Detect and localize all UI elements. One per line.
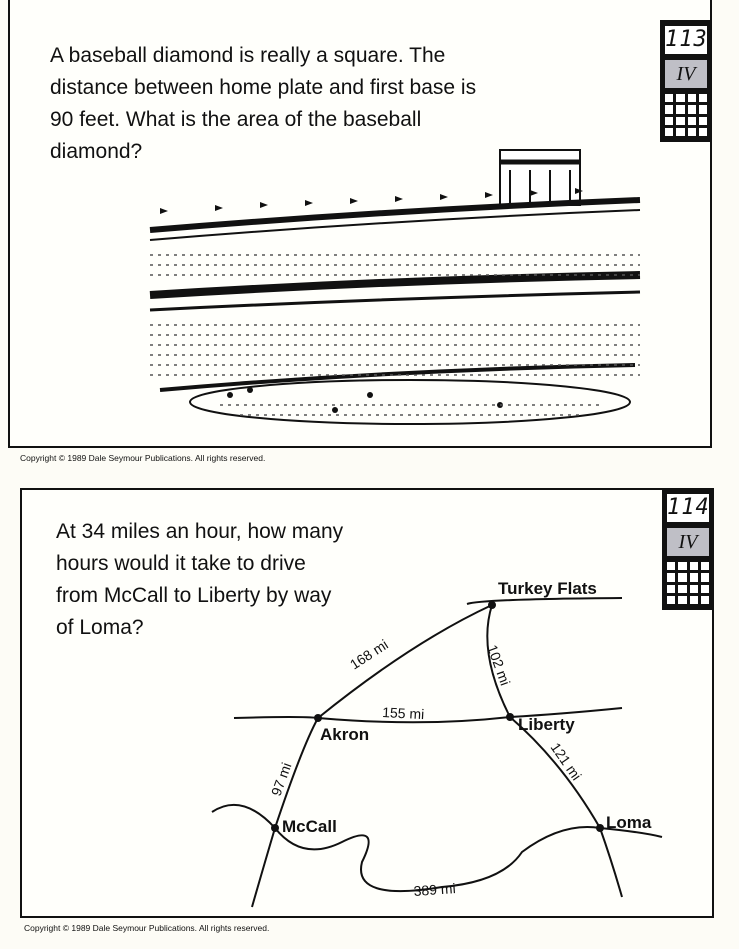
level-label: IV [667, 528, 709, 556]
distance-mccall-loma: 389 mi [413, 880, 456, 899]
city-label-liberty: Liberty [518, 715, 575, 734]
stadium-illustration [149, 149, 641, 425]
level-label: IV [665, 60, 707, 88]
problem-card-113: A baseball diamond is really a square. T… [8, 0, 712, 448]
distance-mccall-akron: 97 mi [268, 760, 295, 798]
city-marker [596, 824, 604, 832]
city-marker [314, 714, 322, 722]
keypad-icon [665, 94, 707, 136]
question-text: At 34 miles an hour, how many hours woul… [56, 520, 344, 639]
calculator-icon: 114 IV [662, 488, 714, 610]
question-text: A baseball diamond is really a square. T… [50, 44, 477, 163]
city-marker [488, 601, 496, 609]
city-label-loma: Loma [606, 813, 652, 832]
card-number: 113 [665, 26, 708, 54]
card-number: 114 [667, 494, 710, 522]
distance-turkey-flats-liberty: 102 mi [484, 643, 513, 688]
keypad-icon [667, 562, 709, 604]
copyright-text: Copyright © 1989 Dale Seymour Publicatio… [24, 923, 270, 933]
city-marker [506, 713, 514, 721]
city-label-mccall: McCall [282, 817, 337, 836]
city-label-turkey-flats: Turkey Flats [498, 579, 597, 598]
copyright-text: Copyright © 1989 Dale Seymour Publicatio… [20, 453, 266, 463]
city-label-akron: Akron [320, 725, 369, 744]
problem-card-114: At 34 miles an hour, how many hours woul… [20, 488, 714, 918]
distance-akron-liberty: 155 mi [382, 704, 425, 722]
calculator-icon: 113 IV [660, 20, 712, 142]
city-marker [271, 824, 279, 832]
